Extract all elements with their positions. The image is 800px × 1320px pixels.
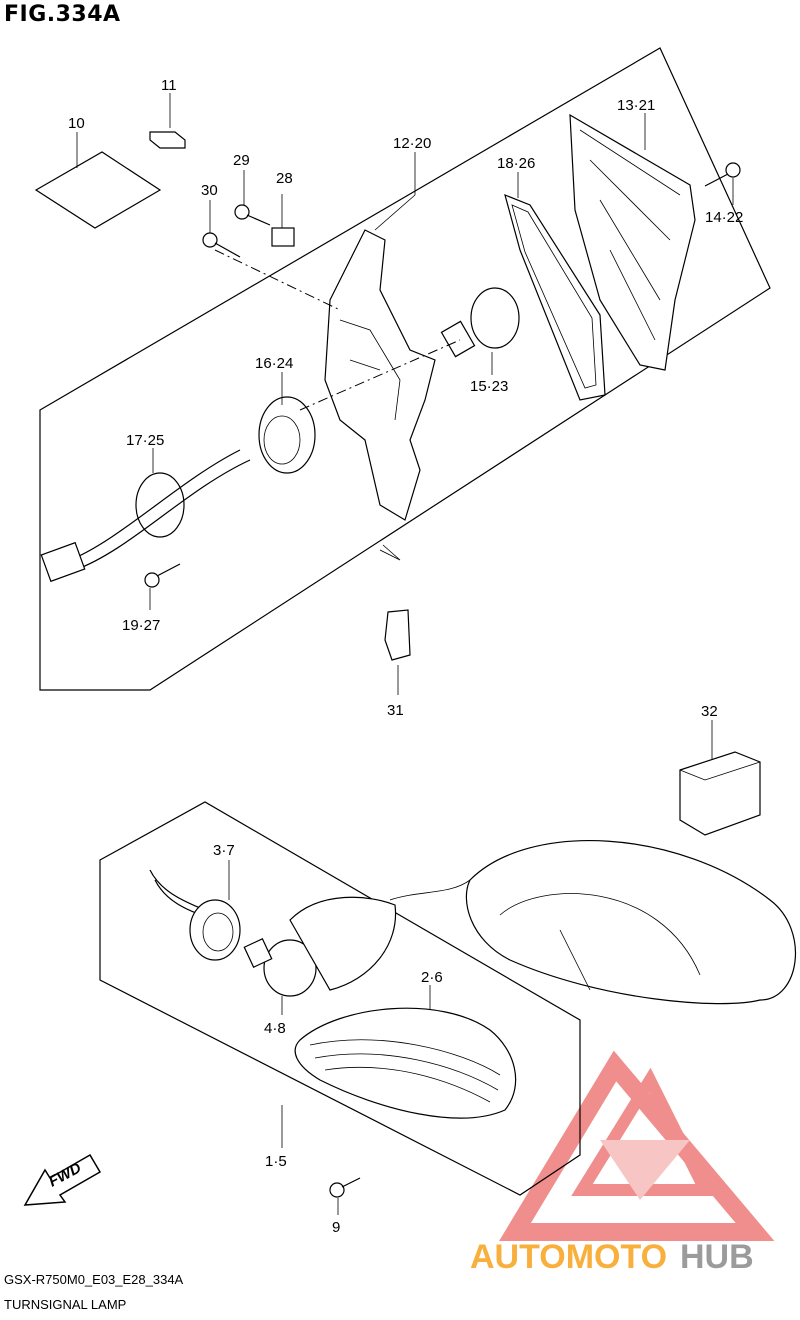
callout-19-27: 19·27 bbox=[122, 617, 160, 634]
figure-name: TURNSIGNAL LAMP bbox=[4, 1297, 127, 1312]
callout-18-26: 18·26 bbox=[497, 155, 535, 172]
callout-32: 32 bbox=[701, 703, 718, 720]
callout-29: 29 bbox=[233, 152, 250, 169]
callout-12-20: 12·20 bbox=[393, 135, 431, 152]
lower-group-frame bbox=[99, 801, 581, 1196]
part-9-screw bbox=[329, 1177, 361, 1215]
part-32-relay bbox=[679, 720, 761, 836]
part-11-clip bbox=[149, 93, 186, 149]
watermark-text-orange: AUTOMOTO bbox=[470, 1238, 667, 1276]
fwd-arrow-icon: FWD bbox=[23, 1153, 102, 1206]
callout-1-5: 1·5 bbox=[265, 1153, 287, 1170]
part-29-screw bbox=[234, 170, 271, 226]
callout-11: 11 bbox=[161, 77, 177, 94]
part-15-bulb bbox=[440, 287, 520, 375]
callout-2-6: 2·6 bbox=[421, 969, 443, 986]
upper-group-frame bbox=[39, 47, 771, 691]
callout-17-25: 17·25 bbox=[126, 432, 164, 449]
callout-3-7: 3·7 bbox=[213, 842, 235, 859]
callout-9: 9 bbox=[332, 1219, 340, 1236]
automotohub-logo bbox=[499, 1050, 775, 1241]
watermark-text-grey: HUB bbox=[680, 1238, 754, 1276]
mirror-housing bbox=[389, 840, 796, 1005]
part-16-socket bbox=[258, 372, 316, 474]
figure-code: GSX-R750M0_E03_E28_334A bbox=[4, 1272, 184, 1287]
part-19-screw bbox=[144, 563, 181, 610]
callout-31: 31 bbox=[387, 702, 404, 719]
callout-30: 30 bbox=[201, 182, 218, 199]
callout-14-22: 14·22 bbox=[705, 209, 743, 226]
part-10-sheet bbox=[34, 132, 162, 229]
callout-13-21: 13·21 bbox=[617, 97, 655, 114]
part-4-bulb bbox=[243, 938, 317, 1015]
part-30-screw bbox=[202, 200, 241, 258]
callout-15-23: 15·23 bbox=[470, 378, 508, 395]
part-2-lens bbox=[294, 985, 517, 1119]
part-18-gasket bbox=[504, 172, 606, 401]
callout-4-8: 4·8 bbox=[264, 1020, 286, 1037]
figure-title: FIG.334A bbox=[4, 2, 121, 27]
part-3-socket bbox=[149, 860, 241, 961]
part-17-harness bbox=[40, 448, 251, 583]
turn-signal-housing bbox=[289, 896, 397, 991]
part-13-lens bbox=[569, 113, 696, 371]
part-28-nut bbox=[271, 194, 295, 247]
callout-10: 10 bbox=[68, 115, 85, 132]
callout-28: 28 bbox=[276, 170, 293, 187]
callout-16-24: 16·24 bbox=[255, 355, 293, 372]
part-31-clip bbox=[379, 544, 411, 695]
part-14-screw bbox=[704, 162, 741, 205]
part-12-housing bbox=[324, 152, 436, 521]
